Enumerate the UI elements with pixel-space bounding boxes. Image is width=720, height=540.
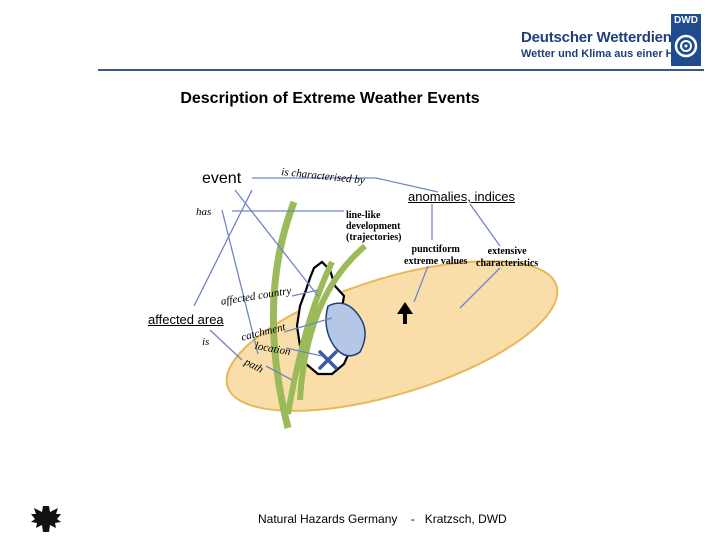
label-punctiform: punctiform extreme values	[404, 244, 467, 268]
org-tagline: Wetter und Klima aus einer Hand	[521, 48, 694, 60]
catchment-shape	[325, 302, 366, 357]
label-is: is	[202, 336, 210, 348]
label-extensive: extensive characteristics	[476, 246, 538, 270]
label-line-like-3: (trajectories)	[346, 232, 402, 243]
connector-is-line	[209, 329, 243, 361]
trajectory-line-3	[297, 243, 367, 401]
footer-text: Natural Hazards Germany - Kratzsch, DWD	[258, 512, 507, 526]
label-line-like-2: development	[346, 221, 401, 232]
connector-event-to-area	[193, 189, 253, 307]
dwd-logo-abbr: DWD	[674, 15, 698, 26]
trajectory-line-2	[285, 260, 335, 415]
connector-characterised-to-anomalies	[375, 177, 439, 193]
label-anomalies-indices: anomalies, indices	[408, 189, 515, 204]
connector-extensive-to-ellipse	[459, 267, 501, 309]
connector-anomalies-to-extensive	[469, 203, 501, 247]
label-extensive-2: characteristics	[476, 258, 539, 269]
label-punctiform-1: punctiform	[411, 244, 460, 255]
connector-catchment-to-shape	[283, 317, 333, 333]
location-cross-icon	[318, 350, 338, 370]
connector-punctiform-to-arrow	[413, 265, 429, 303]
label-has: has	[196, 206, 212, 218]
label-affected-area: affected area	[148, 312, 224, 327]
extreme-value-arrow-icon	[397, 302, 413, 324]
connector-event-to-country	[234, 189, 319, 297]
connector-location-to-cross	[285, 347, 323, 357]
label-line-like-1: line-like	[346, 210, 381, 221]
org-name: Deutscher Wetterdienst	[521, 29, 685, 46]
connector-path-to-line	[265, 365, 293, 381]
connector-has-to-ellipse	[221, 209, 259, 355]
label-extensive-1: extensive	[487, 246, 527, 257]
trajectory-line-1	[269, 200, 298, 429]
slide-title: Description of Extreme Weather Events	[180, 90, 480, 107]
header-rule	[98, 69, 704, 71]
label-event: event	[202, 170, 242, 187]
label-line-like: line-like development (trajectories)	[346, 210, 402, 243]
label-punctiform-2: extreme values	[404, 256, 468, 267]
connector-country-to-outline	[291, 289, 319, 297]
affected-area-ellipse	[225, 260, 559, 412]
